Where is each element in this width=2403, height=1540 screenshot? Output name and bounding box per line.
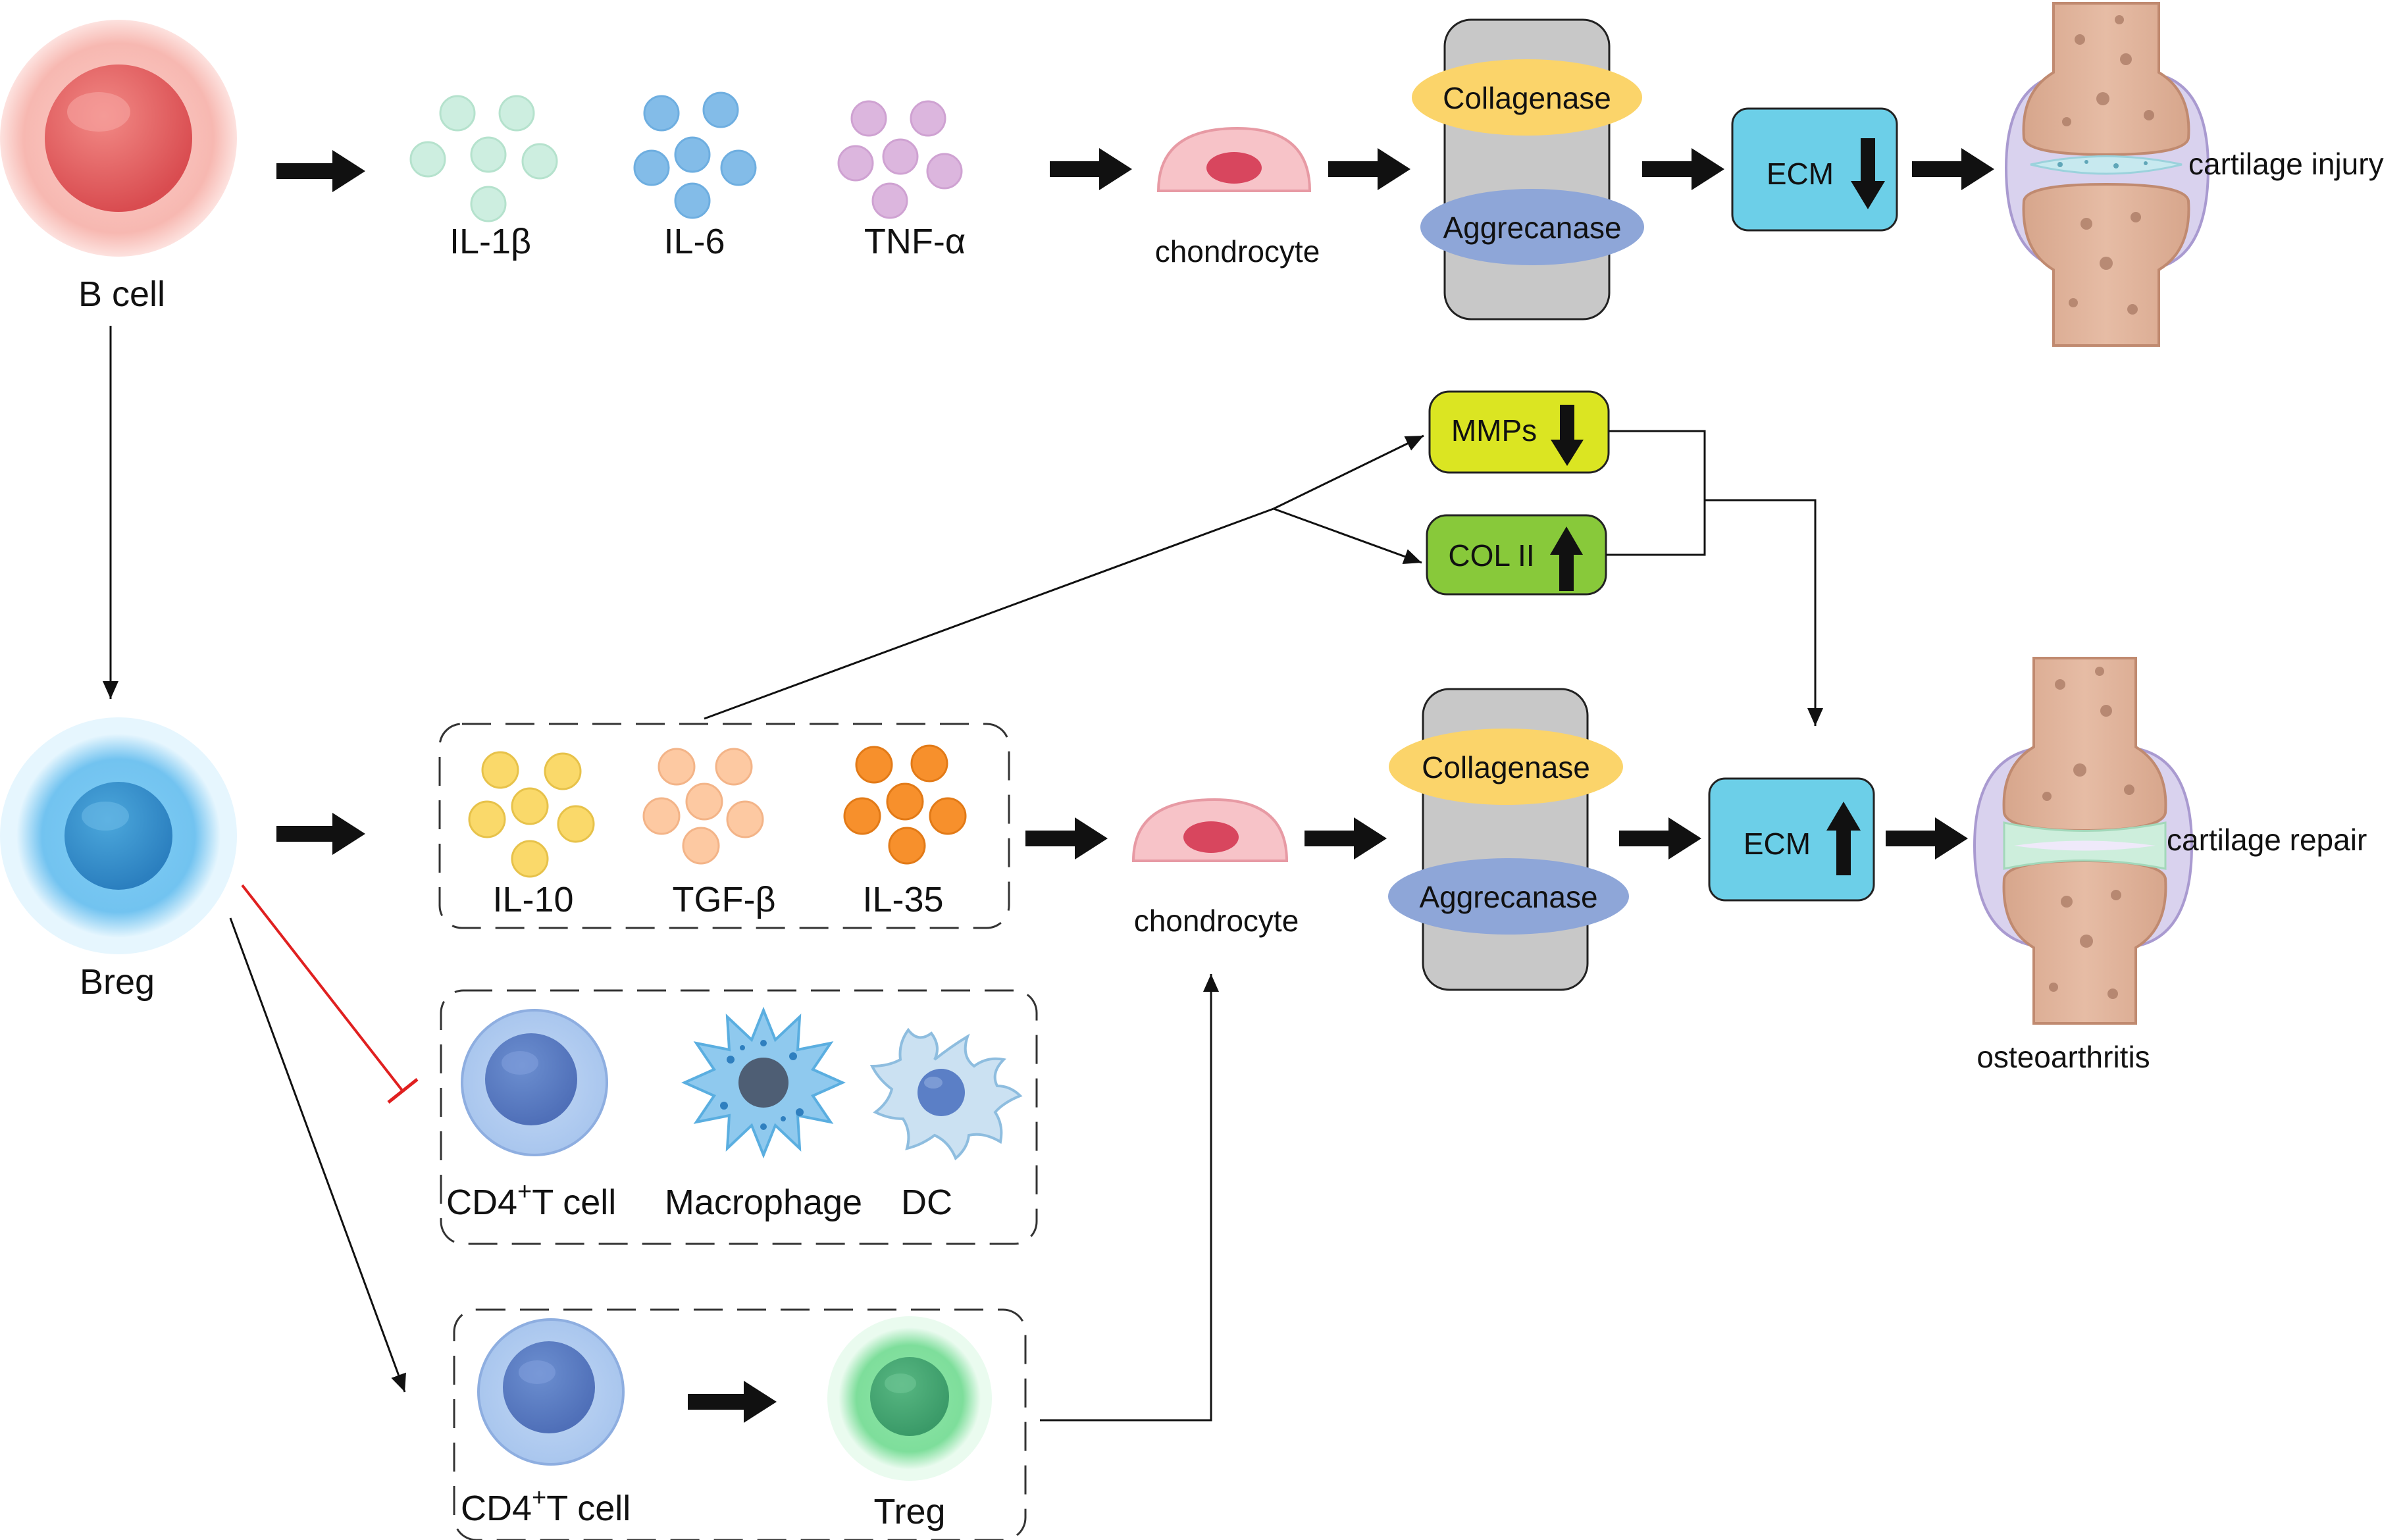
b-cell-label: B cell xyxy=(78,274,165,314)
cytokine-label: IL-10 xyxy=(492,880,573,919)
chondrocyte-icon xyxy=(1156,126,1312,192)
macrophage-label: Macrophage xyxy=(665,1183,862,1222)
arrow-up-icon xyxy=(1550,526,1583,591)
joint-repair-icon xyxy=(1973,657,2194,1025)
cd4-superscript: + xyxy=(517,1178,532,1206)
ecm-label: ECM xyxy=(1744,827,1811,861)
col2-label: COL II xyxy=(1448,538,1534,573)
collagenase-label: Collagenase xyxy=(1443,81,1611,115)
breg-label: Breg xyxy=(80,962,155,1002)
flow-arrow-8 xyxy=(1305,817,1387,860)
treg-to-chondrocyte-arrow xyxy=(1040,974,1219,1422)
flow-arrow-2 xyxy=(1050,148,1132,190)
fork-line xyxy=(704,507,1274,720)
il35-cluster-icon xyxy=(843,744,967,865)
inhibition-bar xyxy=(387,1078,419,1104)
flow-arrow-10 xyxy=(1886,817,1968,860)
cd4-t-cell-label: CD4+T cell xyxy=(446,1178,616,1222)
dendritic-cell-icon xyxy=(869,1027,1023,1161)
flow-arrow-5 xyxy=(1912,148,1994,190)
cartilage-injury-label: cartilage injury xyxy=(2188,147,2384,181)
cytokine-label: IL-6 xyxy=(663,222,725,261)
cd4-superscript: + xyxy=(532,1484,546,1512)
tnfa-cluster-icon xyxy=(837,100,963,219)
treg-label: Treg xyxy=(873,1492,945,1531)
flow-arrow-3 xyxy=(1328,148,1410,190)
il6-cluster-icon xyxy=(633,91,757,219)
cytokine-label: TNF-α xyxy=(864,222,966,261)
aggrecanase-label: Aggrecanase xyxy=(1443,211,1621,245)
arrow-down-icon xyxy=(1851,138,1885,209)
aggrecanase-ellipse xyxy=(1388,858,1629,935)
cd4-t-cell-icon xyxy=(461,1009,608,1156)
treg-cell-icon xyxy=(827,1316,992,1481)
breg-to-treg-arrow xyxy=(229,917,406,1393)
fork-to-col2-arrow xyxy=(1273,507,1422,565)
flow-arrow-9 xyxy=(1619,817,1701,860)
tgfb-cluster-icon xyxy=(642,748,764,865)
osteoarthritis-label: osteoarthritis xyxy=(1977,1040,2150,1074)
suppressed-group-box xyxy=(440,989,1038,1245)
cytokine-label: IL-1β xyxy=(450,222,531,261)
cartilage-repair-label: cartilage repair xyxy=(2167,823,2367,857)
cytokine-label: TGF-β xyxy=(672,880,775,919)
ecm-box xyxy=(1731,107,1898,232)
cd4-suffix: T cell xyxy=(546,1489,631,1528)
breg-cell-icon xyxy=(0,717,237,954)
chondrocyte-icon xyxy=(1131,798,1289,862)
flow-arrow-4 xyxy=(1642,148,1724,190)
ecm-label: ECM xyxy=(1767,157,1834,191)
b-cell-icon xyxy=(0,20,237,257)
cytokine-label: IL-35 xyxy=(862,880,943,919)
chondrocyte-label: chondrocyte xyxy=(1155,234,1320,269)
fork-to-mmps-arrow xyxy=(1273,434,1424,510)
aggrecanase-ellipse xyxy=(1420,189,1644,265)
flow-arrow-1 xyxy=(276,150,365,192)
chondrocyte-label: chondrocyte xyxy=(1134,904,1299,938)
collagenase-ellipse xyxy=(1389,729,1623,805)
il10-cluster-icon xyxy=(468,751,595,878)
collagenase-ellipse xyxy=(1412,59,1642,136)
cd4-t-cell-icon xyxy=(477,1318,625,1466)
macrophage-icon xyxy=(681,1006,846,1159)
il1b-cluster-icon xyxy=(409,95,558,222)
cd4-prefix: CD4 xyxy=(461,1489,532,1528)
cytokine-group-box xyxy=(438,723,1010,929)
flow-arrow-6 xyxy=(276,813,365,855)
conversion-group-box xyxy=(453,1308,1027,1540)
inhibition-line xyxy=(241,884,404,1092)
aggrecanase-label: Aggrecanase xyxy=(1419,880,1597,914)
collagenase-label: Collagenase xyxy=(1422,750,1590,784)
joint-injury-icon xyxy=(2004,2,2210,347)
dc-label: DC xyxy=(901,1183,952,1222)
flow-arrow-7 xyxy=(1025,817,1108,860)
marker-bracket xyxy=(1606,430,1706,556)
ecm-box xyxy=(1708,777,1875,902)
flow-arrow-11 xyxy=(688,1381,777,1423)
cd4-suffix: T cell xyxy=(532,1183,616,1222)
mmps-label: MMPs xyxy=(1451,413,1537,448)
cd4-t-cell-label: CD4+T cell xyxy=(461,1484,631,1528)
arrow-up-icon xyxy=(1826,802,1861,875)
markers-to-ecm-arrow xyxy=(1705,499,1823,726)
arrow-down-icon xyxy=(1551,405,1584,466)
cd4-prefix: CD4 xyxy=(446,1183,517,1222)
